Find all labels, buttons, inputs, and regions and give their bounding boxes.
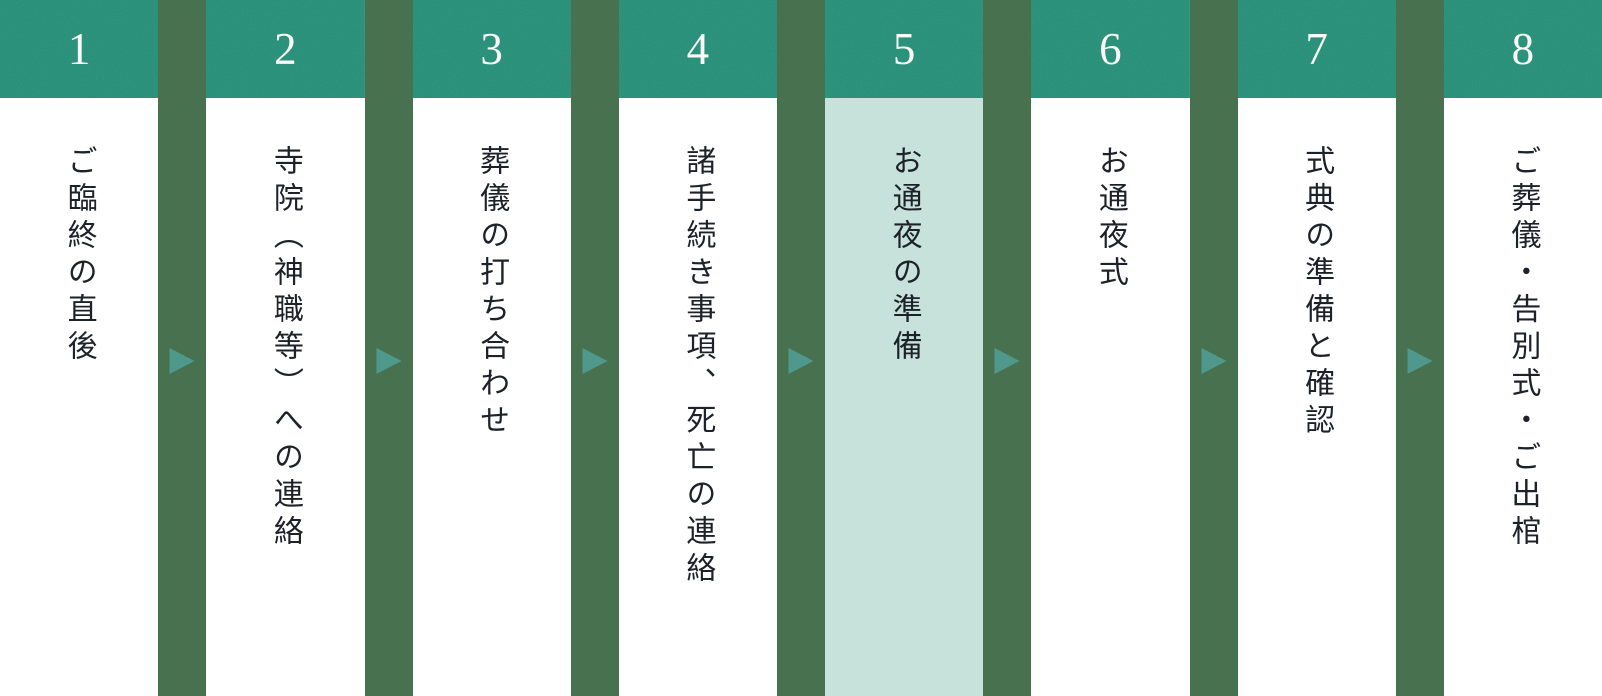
arrow-right-icon xyxy=(788,348,814,374)
step-body-3: 葬儀の打ち合わせ xyxy=(412,98,571,696)
flow-divider-7 xyxy=(1395,0,1444,696)
flow-divider-3 xyxy=(570,0,619,696)
step-number: 2 xyxy=(274,23,297,74)
step-header-1: 1 xyxy=(0,0,159,98)
step-body-6: お通夜式 xyxy=(1031,98,1190,696)
step-label: 寺院（神職等）への連絡 xyxy=(268,145,302,552)
arrow-right-icon xyxy=(1201,348,1226,374)
step-header-4: 4 xyxy=(618,0,777,98)
step-column-4: 4 諸手続き事項、死亡の連絡 xyxy=(618,0,777,696)
arrow-right-icon xyxy=(1407,348,1433,374)
flow-divider-2 xyxy=(364,0,413,696)
step-header-6: 6 xyxy=(1031,0,1190,98)
arrow-right-icon xyxy=(376,348,401,374)
step-body-7: 式典の準備と確認 xyxy=(1237,98,1396,696)
step-header-8: 8 xyxy=(1443,0,1602,98)
step-label: お通夜式 xyxy=(1093,145,1127,293)
step-number: 6 xyxy=(1099,23,1122,74)
step-label: お通夜の準備 xyxy=(887,145,921,367)
step-number: 7 xyxy=(1305,23,1328,74)
step-label: 葬儀の打ち合わせ xyxy=(475,145,509,441)
step-body-8: ご葬儀・告別式・ご出棺 xyxy=(1443,98,1602,696)
flow-divider-5 xyxy=(983,0,1032,696)
step-body-1: ご臨終の直後 xyxy=(0,98,159,696)
step-label: 諸手続き事項、死亡の連絡 xyxy=(681,145,715,589)
step-number: 4 xyxy=(686,23,710,74)
step-number: 3 xyxy=(480,23,503,74)
step-label: ご葬儀・告別式・ご出棺 xyxy=(1506,145,1540,552)
step-number: 5 xyxy=(892,23,916,74)
step-body-5: お通夜の準備 xyxy=(825,98,984,696)
step-header-3: 3 xyxy=(412,0,571,98)
step-number: 8 xyxy=(1511,23,1535,74)
step-column-1: 1 ご臨終の直後 xyxy=(0,0,159,696)
step-label: 式典の準備と確認 xyxy=(1300,145,1334,441)
arrow-right-icon xyxy=(994,348,1020,374)
flow-divider-6 xyxy=(1189,0,1238,696)
step-header-7: 7 xyxy=(1237,0,1396,98)
step-body-2: 寺院（神職等）への連絡 xyxy=(206,98,365,696)
step-label: ご臨終の直後 xyxy=(62,145,96,367)
flow-divider-4 xyxy=(777,0,825,696)
flow-divider-1 xyxy=(158,0,207,696)
step-header-2: 2 xyxy=(206,0,365,98)
step-column-2: 2 寺院（神職等）への連絡 xyxy=(206,0,365,696)
step-header-5: 5 xyxy=(825,0,984,98)
arrow-right-icon xyxy=(169,348,195,374)
step-column-7: 7 式典の準備と確認 xyxy=(1237,0,1396,696)
step-column-3: 3 葬儀の打ち合わせ xyxy=(412,0,571,696)
arrow-right-icon xyxy=(582,348,608,374)
step-body-4: 諸手続き事項、死亡の連絡 xyxy=(618,98,777,696)
step-column-5: 5 お通夜の準備 xyxy=(825,0,984,696)
step-column-8: 8 ご葬儀・告別式・ご出棺 xyxy=(1443,0,1602,696)
step-number: 1 xyxy=(67,23,91,74)
step-column-6: 6 お通夜式 xyxy=(1031,0,1190,696)
